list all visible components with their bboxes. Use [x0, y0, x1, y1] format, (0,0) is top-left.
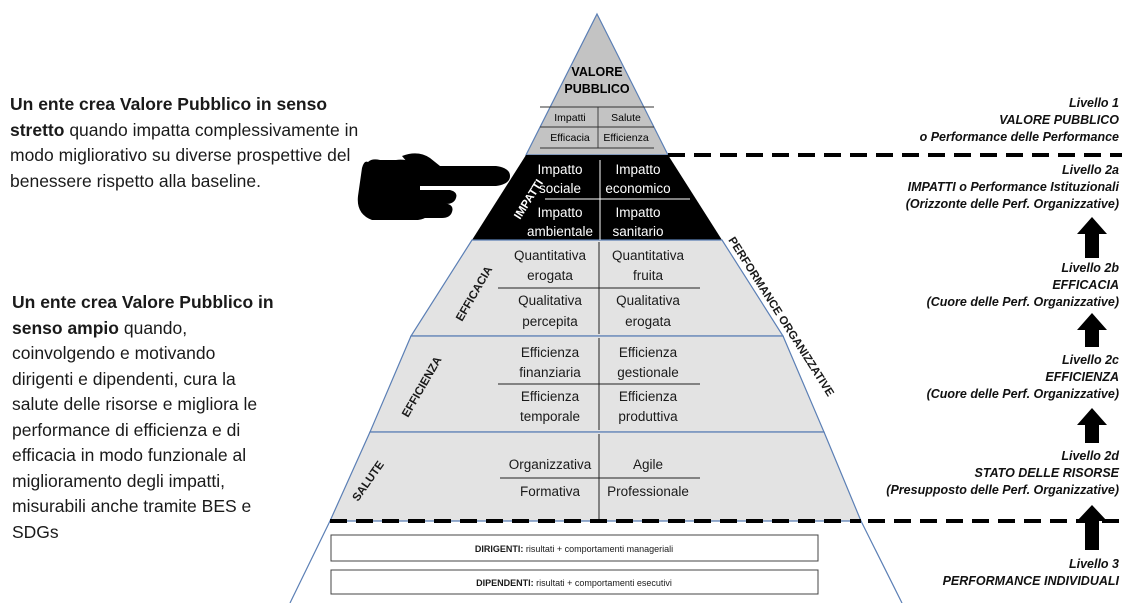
pyramid-edge-right: [860, 520, 903, 603]
level-1-label: Livello 1 VALORE PUBBLICO o Performance …: [920, 95, 1119, 146]
impatto-economico-l1: Impatto: [615, 162, 660, 177]
strict-value-bold: Un ente crea Valore Pubblico in senso st…: [10, 94, 328, 140]
efficienza-produttiva-l1: Efficienza: [619, 389, 678, 404]
level-2c-line-1: Livello 2c: [1062, 353, 1119, 367]
level-2a-line-2: IMPATTI o Performance Istituzionali: [907, 180, 1119, 194]
apex-cell-efficacia: Efficacia: [550, 132, 590, 144]
impatto-ambientale-l1: Impatto: [537, 205, 582, 220]
qualitativa-percepita-l2: percepita: [522, 314, 578, 329]
apex-cell-impatti: Impatti: [554, 112, 586, 124]
level-2c-label: Livello 2c EFFICIENZA (Cuore delle Perf.…: [927, 352, 1119, 403]
apex-title-line-1: VALORE: [571, 65, 622, 79]
level-2b-label: Livello 2b EFFICACIA (Cuore delle Perf. …: [927, 260, 1119, 311]
level-3-label: Livello 3 PERFORMANCE INDIVIDUALI: [943, 556, 1119, 590]
level-2d-line-1: Livello 2d: [1061, 449, 1119, 463]
apex-cell-salute: Salute: [611, 112, 641, 124]
level-2b-line-3: (Cuore delle Perf. Organizzative): [926, 295, 1119, 309]
level-2b-line-1: Livello 2b: [1061, 261, 1119, 275]
level-1-line-1: Livello 1: [1068, 96, 1119, 110]
quantitativa-fruita-l2: fruita: [633, 268, 664, 283]
arrow-up-icon: [1077, 505, 1107, 550]
impatto-sociale-l1: Impatto: [537, 162, 582, 177]
quantitativa-erogata-l2: erogata: [527, 268, 573, 283]
level-2c-line-3: (Cuore delle Perf. Organizzative): [926, 387, 1119, 401]
level-3-line-1: Livello 3: [1068, 557, 1119, 571]
impatto-sanitario-l2: sanitario: [612, 224, 663, 239]
dirigenti-box: [330, 534, 819, 562]
level-2a-line-1: Livello 2a: [1062, 163, 1119, 177]
efficienza-temporale-l2: temporale: [520, 409, 580, 424]
level-2c-line-2: EFFICIENZA: [1045, 370, 1119, 384]
level-2a-line-3: (Orizzonte delle Perf. Organizzative): [905, 197, 1119, 211]
apex-cell-efficienza: Efficienza: [603, 132, 648, 144]
impatto-sociale-l2: sociale: [539, 181, 581, 196]
salute-professionale: Professionale: [607, 484, 689, 499]
efficienza-temporale-l1: Efficienza: [521, 389, 580, 404]
qualitativa-erogata-l1: Qualitativa: [616, 293, 680, 308]
quantitativa-erogata-l1: Quantitativa: [514, 248, 587, 263]
broad-value-text: Un ente crea Valore Pubblico in senso am…: [12, 290, 274, 545]
strict-value-rest: quando impatta complessivamente in modo …: [10, 119, 359, 191]
apex-title-line-2: PUBBLICO: [564, 82, 630, 96]
pyramid-edge-left: [289, 520, 331, 603]
efficienza-produttiva-l2: produttiva: [618, 409, 678, 424]
efficienza-finanziaria-l1: Efficienza: [521, 345, 580, 360]
level-2b-line-2: EFFICACIA: [1052, 278, 1119, 292]
efficienza-finanziaria-l2: finanziaria: [519, 365, 581, 380]
level-1-line-3: o Performance delle Performance: [919, 130, 1119, 144]
impatto-sanitario-l1: Impatto: [615, 205, 660, 220]
level-1-line-2: VALORE PUBBLICO: [999, 113, 1119, 127]
level-3-line-2: PERFORMANCE INDIVIDUALI: [942, 574, 1119, 588]
quantitativa-fruita-l1: Quantitativa: [612, 248, 685, 263]
broad-value-rest: quando, coinvolgendo e motivando dirigen…: [12, 317, 258, 542]
salute-agile: Agile: [633, 457, 663, 472]
salute-organizzativa: Organizzativa: [509, 457, 592, 472]
dipendenti-box: [330, 569, 819, 595]
qualitativa-percepita-l1: Qualitativa: [518, 293, 582, 308]
dipendenti-box-text: DIPENDENTI: risultati + comportamenti es…: [476, 578, 672, 588]
arrow-up-icon: [1077, 217, 1107, 258]
level-2d-line-3: (Presupposto delle Perf. Organizzative): [886, 483, 1119, 497]
level-2d-line-2: STATO DELLE RISORSE: [974, 466, 1119, 480]
pointing-hand-icon: [357, 153, 510, 220]
efficienza-gestionale-l1: Efficienza: [619, 345, 678, 360]
impatti-band: [472, 155, 722, 240]
salute-formativa: Formativa: [520, 484, 581, 499]
arrow-up-icon: [1077, 408, 1107, 443]
dirigenti-box-text: DIRIGENTI: risultati + comportamenti man…: [475, 544, 673, 554]
arrow-up-icon: [1077, 313, 1107, 347]
impatto-ambientale-l2: ambientale: [527, 224, 593, 239]
level-2d-label: Livello 2d STATO DELLE RISORSE (Presuppo…: [886, 448, 1119, 499]
salute-band: [329, 431, 862, 522]
qualitativa-erogata-l2: erogata: [625, 314, 671, 329]
efficienza-gestionale-l2: gestionale: [617, 365, 679, 380]
impatto-economico-l2: economico: [605, 181, 670, 196]
broad-value-bold: Un ente crea Valore Pubblico in senso am…: [12, 292, 274, 338]
level-2a-label: Livello 2a IMPATTI o Performance Istituz…: [906, 162, 1119, 213]
strict-value-text: Un ente crea Valore Pubblico in senso st…: [10, 92, 380, 194]
